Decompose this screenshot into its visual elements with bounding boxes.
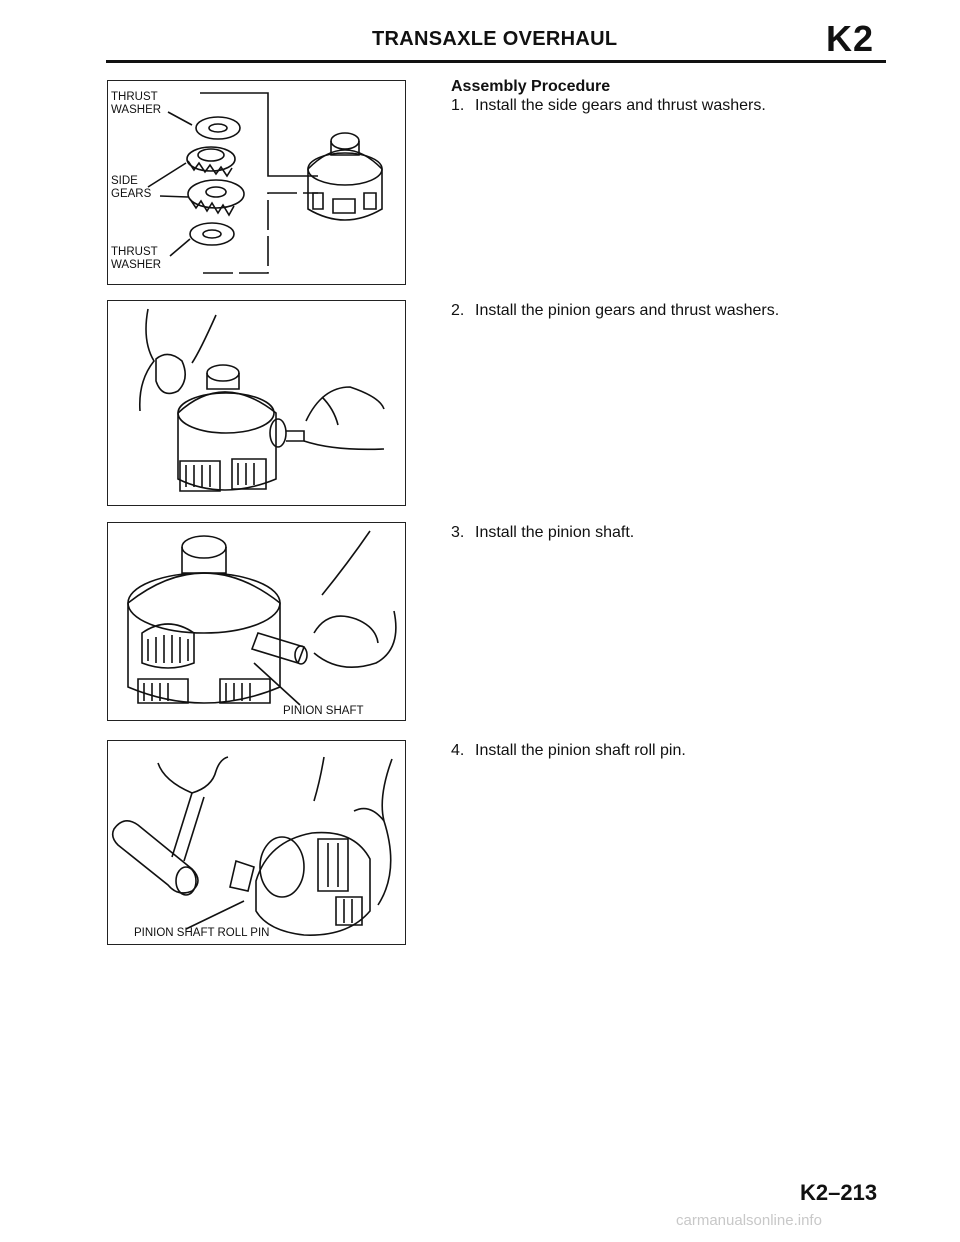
figure-pinion-shaft: PINION SHAFT (107, 522, 406, 721)
step-text: Install the pinion shaft. (475, 524, 635, 541)
thrust-washer-top-label: THRUST WASHER (111, 91, 162, 116)
section-code: K2 (826, 18, 875, 59)
step-3: 3. Install the pinion shaft. (451, 523, 634, 543)
step-4: 4. Install the pinion shaft roll pin. (451, 741, 686, 761)
header-rule (106, 60, 886, 63)
procedure-heading: Assembly Procedure (451, 78, 611, 95)
roll-pin-illustration (111, 756, 393, 936)
step-1: 1. Install the side gears and thrust wash… (451, 96, 766, 116)
side-gears-label: SIDE GEARS (111, 175, 152, 200)
step-text: Install the pinion gears and thrust wash… (475, 302, 780, 319)
step-number: 2. (451, 302, 465, 319)
thrust-washer-bottom-label: THRUST WASHER (111, 246, 162, 271)
pinion-shaft-label: PINION SHAFT (283, 705, 364, 717)
step-number: 1. (451, 97, 465, 114)
step-2: 2. Install the pinion gears and thrust wa… (451, 301, 779, 321)
figure-pinion-gears (107, 300, 406, 506)
step-text: Install the side gears and thrust washer… (475, 97, 766, 114)
step-number: 3. (451, 524, 465, 541)
page-number: K2–213 (800, 1180, 878, 1205)
watermark: carmanualsonline.info (676, 1212, 822, 1229)
pinion-gears-illustration (138, 308, 385, 492)
step-text: Install the pinion shaft roll pin. (475, 742, 686, 759)
side-gears-illustration (147, 92, 383, 274)
header-title: TRANSAXLE OVERHAUL (372, 28, 618, 50)
step-number: 4. (451, 742, 465, 759)
roll-pin-label: PINION SHAFT ROLL PIN (134, 927, 270, 939)
figure-side-gears: THRUST WASHER SIDE GEARS THRUST WASHER (107, 80, 406, 285)
figure-roll-pin: PINION SHAFT ROLL PIN (107, 740, 406, 945)
pinion-shaft-illustration (127, 530, 397, 706)
